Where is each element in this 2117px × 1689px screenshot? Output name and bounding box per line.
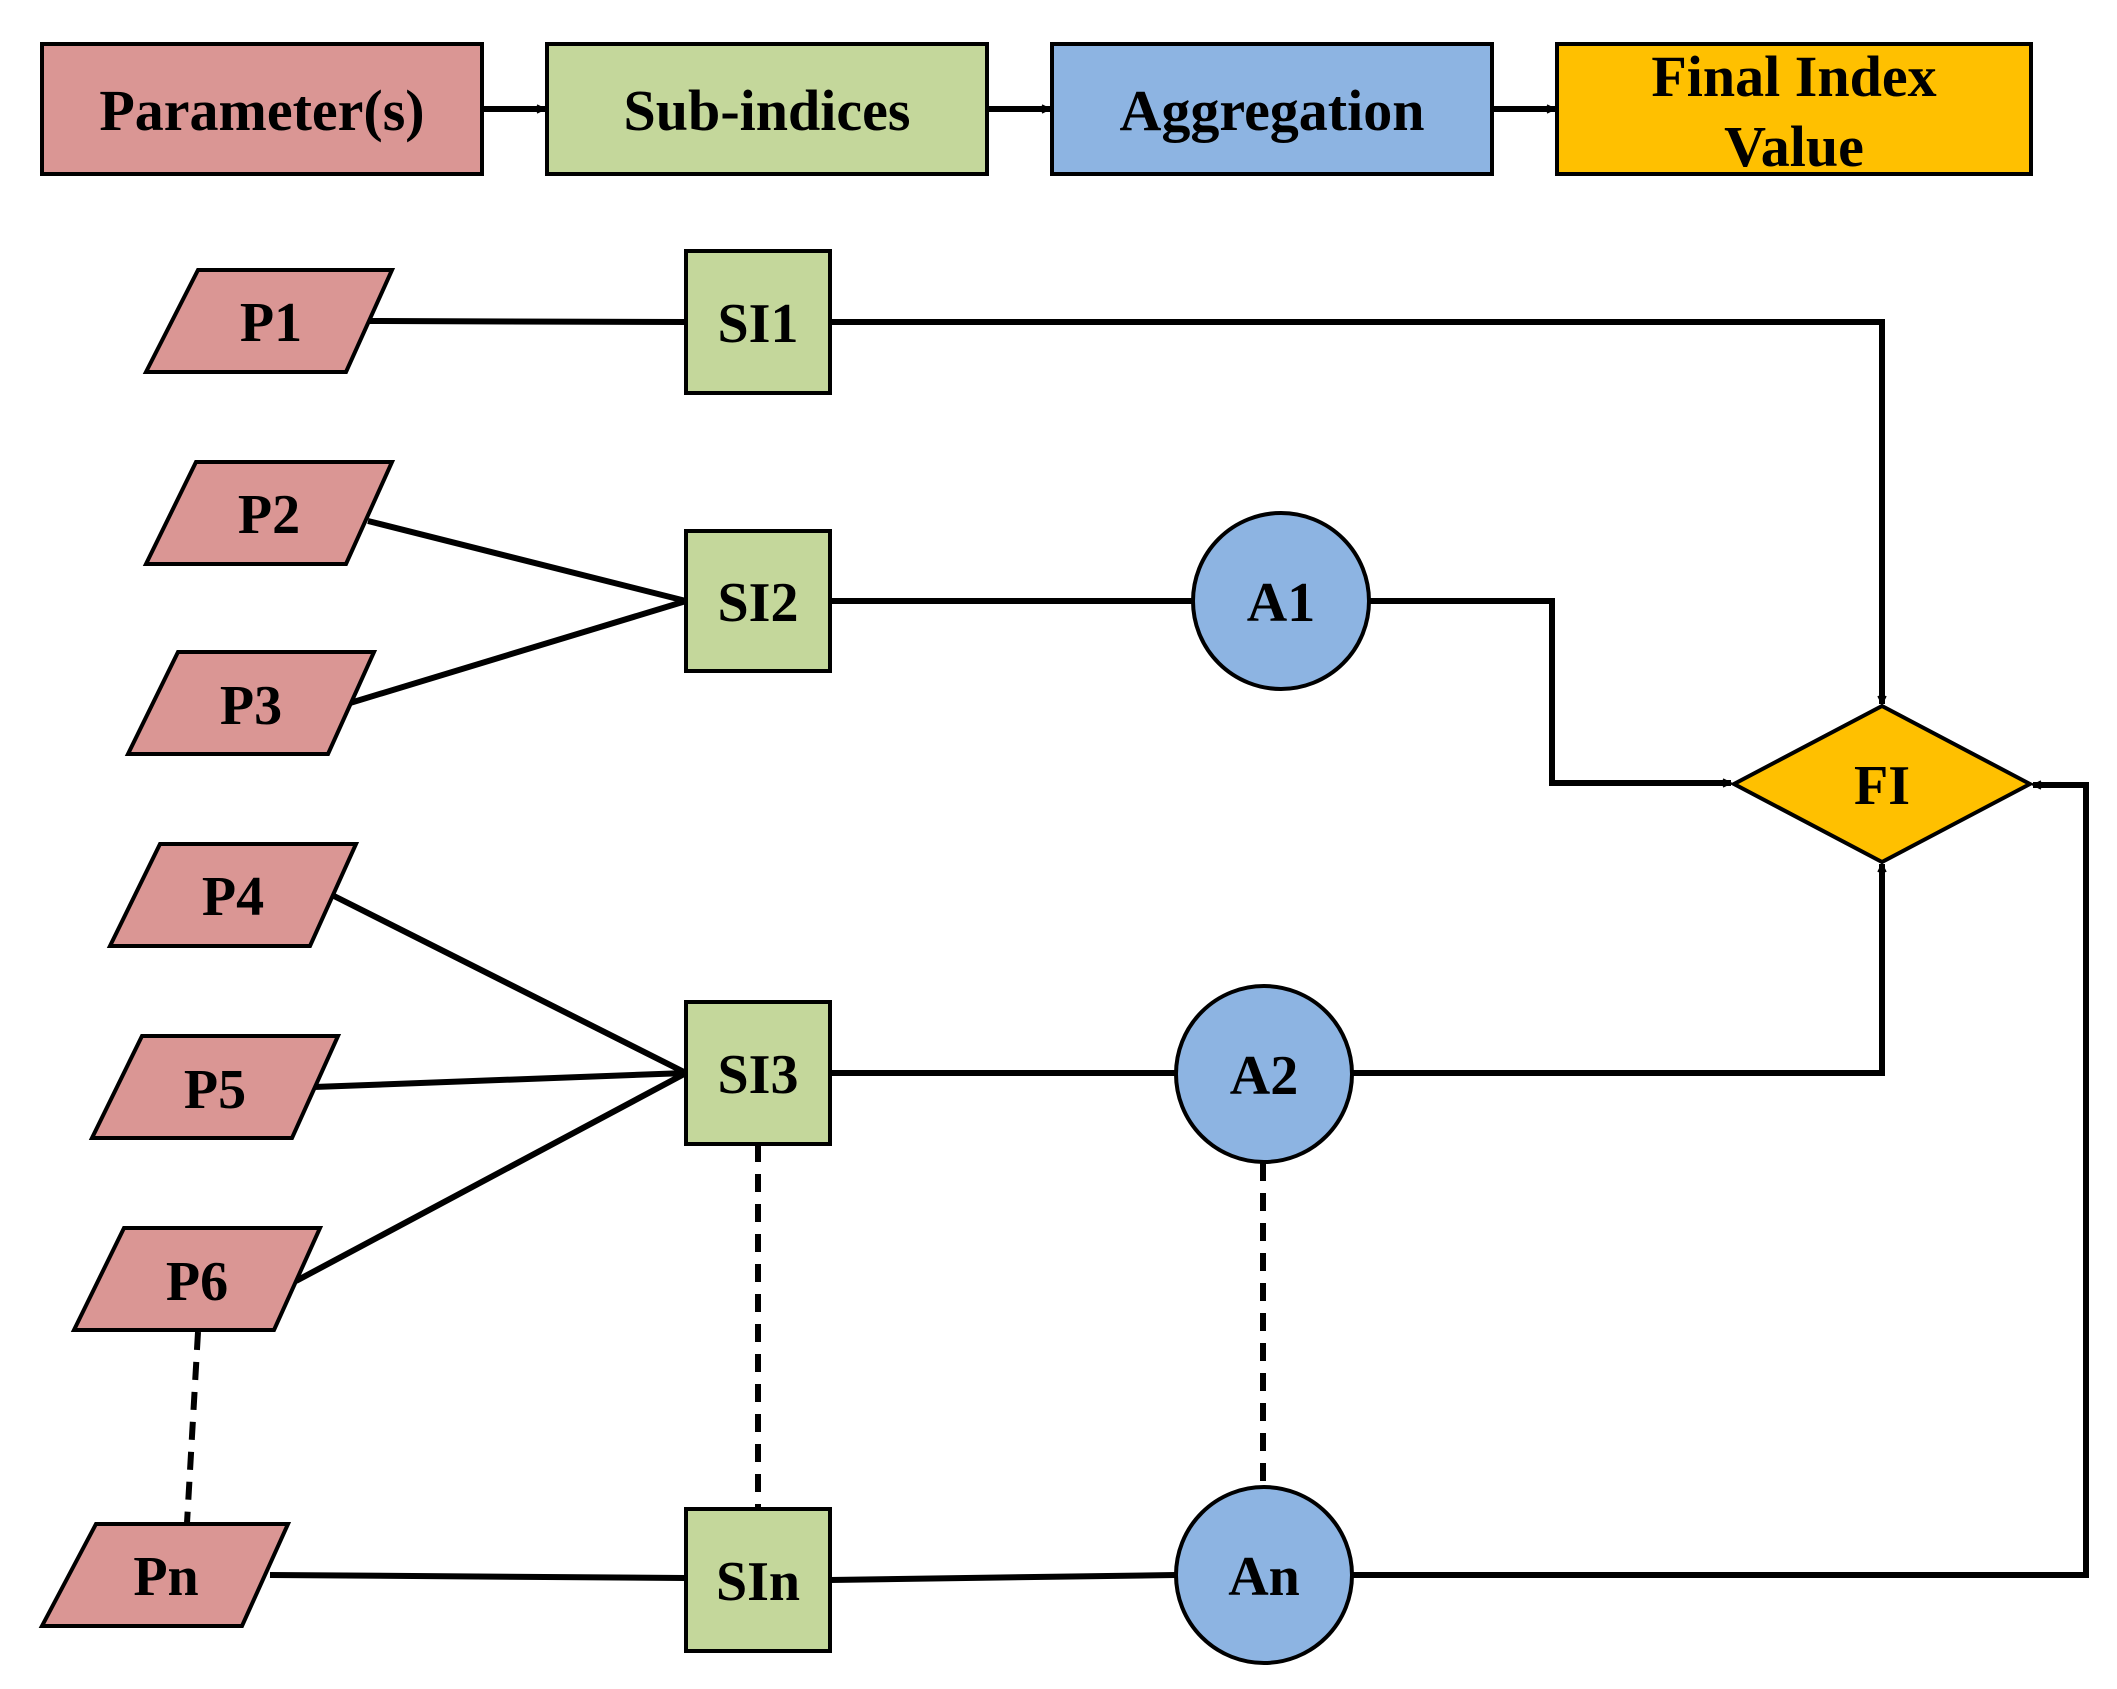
node-p4-label: P4	[202, 866, 264, 928]
node-p2: P2	[142, 460, 396, 566]
legend-parameter-box	[40, 42, 484, 176]
node-p6: P6	[70, 1226, 324, 1332]
node-pn-shape	[38, 1522, 292, 1628]
node-p4: P4	[106, 842, 360, 948]
connections	[184, 318, 2089, 1583]
legend-aggregation-label: Aggregation	[1119, 78, 1424, 143]
node-p1: P1	[142, 268, 396, 374]
legend-final-index: Final Index Value	[1555, 42, 2033, 179]
node-p1-label: P1	[240, 292, 302, 354]
node-si3-shape	[684, 1000, 832, 1146]
node-a2: A2	[1174, 984, 1354, 1164]
edge-pn-sin	[269, 1572, 687, 1581]
node-a1-shape	[1191, 511, 1371, 691]
node-p3-label: P3	[220, 675, 282, 737]
legend: Parameter(s) Sub-indices Aggregation Fin…	[40, 42, 2033, 179]
node-si1-shape	[684, 249, 832, 395]
node-si2: SI2	[684, 529, 832, 673]
legend-aggregation: Aggregation	[1050, 42, 1494, 176]
legend-parameter: Parameter(s)	[40, 42, 484, 176]
node-an-shape	[1174, 1485, 1354, 1665]
node-p5-shape	[88, 1034, 342, 1140]
node-a2-shape	[1174, 984, 1354, 1164]
node-p5-label: P5	[184, 1059, 246, 1121]
node-pn: Pn	[38, 1522, 292, 1628]
node-a2-label: A2	[1230, 1045, 1298, 1107]
legend-sub-indices-box	[545, 42, 989, 176]
edge-p1-si1	[367, 318, 687, 325]
node-p2-label: P2	[238, 484, 300, 546]
edge-a1-fi	[1368, 598, 1731, 783]
edge-an-fi	[1352, 785, 2089, 1578]
node-an: An	[1174, 1485, 1354, 1665]
node-a1: A1	[1191, 511, 1371, 691]
node-sin-shape	[684, 1507, 832, 1653]
legend-sub-indices-label: Sub-indices	[624, 78, 911, 143]
node-si2-label: SI2	[718, 572, 799, 634]
sub-index-nodes: SI1 SI2 SI3 SIn	[684, 249, 832, 1653]
edge-p5-si3	[313, 1070, 687, 1090]
node-an-label: An	[1228, 1546, 1300, 1608]
node-p3: P3	[124, 650, 378, 756]
edge-p4-si3	[330, 892, 688, 1076]
node-sin: SIn	[684, 1507, 832, 1653]
parameter-nodes: P1 P2 P3 P4 P5 P6 Pn	[38, 268, 396, 1628]
node-si3: SI3	[684, 1000, 832, 1146]
legend-parameter-label: Parameter(s)	[99, 78, 424, 143]
node-si2-shape	[684, 529, 832, 673]
aggregation-nodes: A1 A2 An	[1174, 511, 1371, 1665]
node-p1-shape	[142, 268, 396, 374]
node-sin-label: SIn	[716, 1551, 800, 1613]
legend-final-index-label-line2: Value	[1724, 114, 1864, 179]
node-p3-shape	[124, 650, 378, 756]
node-p4-shape	[106, 842, 360, 948]
node-fi-shape	[1729, 703, 2035, 865]
node-si1: SI1	[684, 249, 832, 395]
node-si1-label: SI1	[718, 293, 799, 355]
legend-sub-indices: Sub-indices	[545, 42, 989, 176]
node-fi-label: FI	[1854, 755, 1910, 817]
node-a1-label: A1	[1247, 572, 1315, 634]
edge-a2-fi	[1352, 864, 1882, 1076]
node-p6-label: P6	[166, 1251, 228, 1313]
legend-final-index-box	[1555, 42, 2033, 176]
node-fi: FI	[1729, 703, 2035, 865]
edge-p3-si2	[349, 598, 687, 706]
node-pn-label: Pn	[133, 1546, 198, 1608]
node-si3-label: SI3	[718, 1044, 799, 1106]
edge-p2-si2	[367, 518, 687, 604]
dashed-p6-pn	[184, 1331, 201, 1524]
edge-si1-fi	[830, 319, 1882, 704]
legend-aggregation-box	[1050, 42, 1494, 176]
edge-p6-si3	[294, 1070, 688, 1284]
legend-final-index-label-line1: Final Index	[1651, 44, 1936, 109]
edge-sin-an	[829, 1572, 1176, 1583]
node-p2-shape	[142, 460, 396, 566]
node-p5: P5	[88, 1034, 342, 1140]
node-p6-shape	[70, 1226, 324, 1332]
